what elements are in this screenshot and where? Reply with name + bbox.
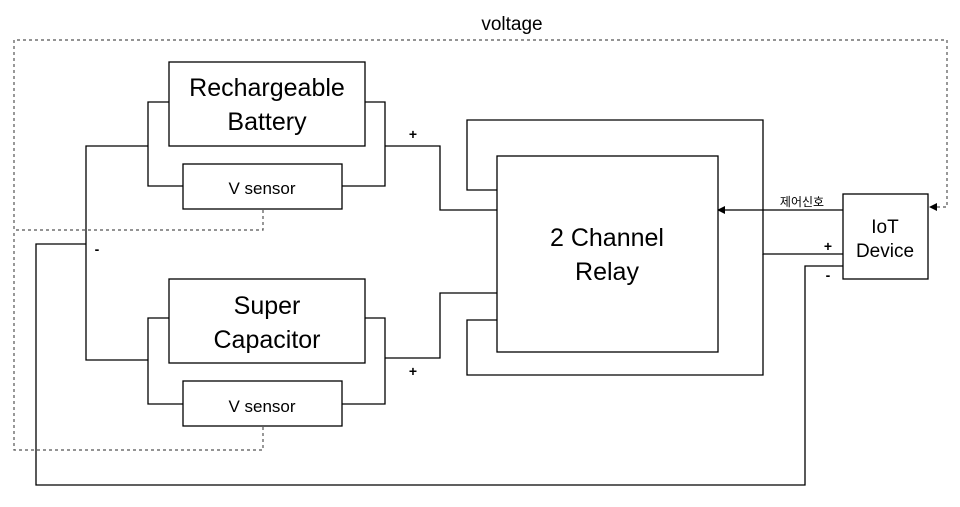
common-minus-sign: - [95, 241, 100, 257]
battery-sensor-block [182, 163, 343, 210]
iot-minus-sign: - [826, 267, 831, 283]
battery-label-line2: Battery [227, 108, 307, 136]
battery-sensor-label: V sensor [228, 179, 295, 198]
relay-label-line1: 2 Channel [550, 224, 664, 252]
capacitor-label-line1: Super [234, 292, 301, 320]
capacitor-sensor-block [182, 380, 343, 427]
battery-block [168, 61, 366, 147]
capacitor-parallel-wire [147, 317, 386, 405]
relay-top-loop [466, 119, 843, 255]
capacitor-sensor-label: V sensor [228, 397, 295, 416]
battery-label-line1: Rechargeable [189, 74, 345, 102]
voltage-label: voltage [481, 14, 542, 35]
capacitor-positive-wire [385, 292, 497, 359]
iot-label-line1: IoT [871, 217, 899, 238]
negative-return-wire [35, 243, 843, 486]
control-signal-label: 제어신호 [780, 195, 824, 209]
iot-label-line2: Device [856, 241, 914, 262]
relay-block [496, 155, 719, 353]
iot-plus-sign: + [824, 238, 832, 254]
battery-plus-sign: + [409, 126, 417, 142]
battery-parallel-wire [147, 101, 386, 187]
negative-rail [85, 145, 148, 361]
battery-positive-wire [385, 145, 497, 211]
relay-label-line2: Relay [575, 258, 639, 286]
iot-block [842, 193, 929, 280]
capacitor-block [168, 278, 366, 364]
relay-bottom-loop [466, 254, 764, 376]
voltage-sense-line [13, 39, 948, 231]
capacitor-label-line2: Capacitor [214, 326, 321, 354]
capacitor-plus-sign: + [409, 363, 417, 379]
